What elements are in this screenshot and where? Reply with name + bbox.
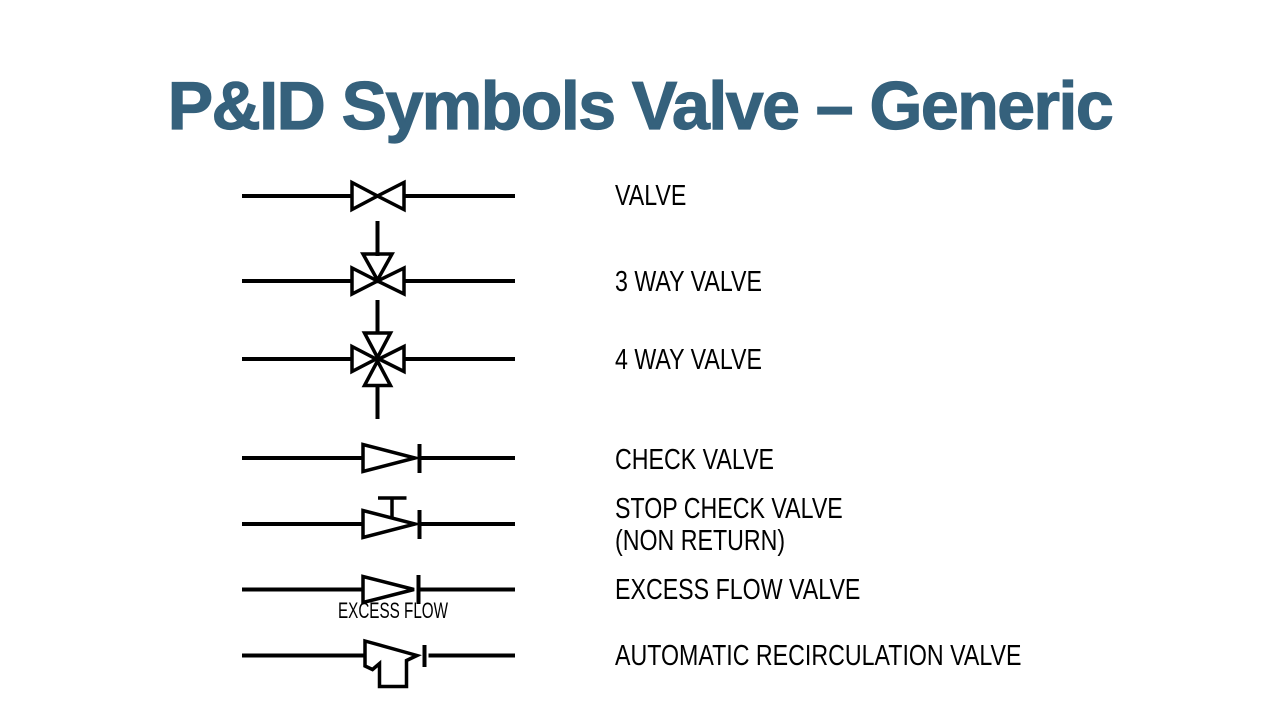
row-label-4-way-valve: 4 WAY VALVE: [615, 344, 762, 376]
excess-flow-valve-icon: EXCESS FLOW: [242, 574, 515, 623]
flow-triangle: [361, 574, 415, 605]
port-triangle-left: [350, 343, 380, 375]
flow-triangle: [361, 508, 422, 540]
page-title: P&ID Symbols Valve – Generic: [167, 67, 1114, 144]
check-valve-icon: [242, 442, 515, 474]
row-label-stop-check-valve: STOP CHECK VALVE (NON RETURN): [615, 493, 843, 557]
row-label-3-way-valve: 3 WAY VALVE: [615, 266, 762, 298]
port-triangle-right: [375, 343, 406, 375]
generic-valve-icon: [242, 179, 515, 213]
row-label-excess-flow-valve: EXCESS FLOW VALVE: [615, 574, 861, 606]
valve-disc-right: [373, 179, 406, 213]
four-way-valve-icon: [242, 300, 515, 419]
excess-flow-caption: EXCESS FLOW: [338, 598, 448, 623]
row-label-check-valve: CHECK VALVE: [615, 444, 775, 476]
row-label-valve: VALVE: [615, 180, 687, 212]
valve-disc-left: [350, 179, 382, 213]
three-way-valve-icon: [242, 221, 515, 297]
label-line-2: (NON RETURN): [615, 525, 786, 557]
port-triangle-top: [360, 252, 395, 284]
automatic-recirculation-valve-icon: [242, 638, 515, 689]
port-triangle-bottom: [361, 357, 394, 388]
recirculation-body: [363, 638, 422, 689]
stop-check-valve-icon: [242, 496, 515, 540]
valve-disc-right: [373, 265, 406, 297]
port-triangle-top: [361, 331, 394, 362]
flow-triangle: [361, 442, 422, 474]
valve-disc-left: [350, 265, 382, 297]
row-label-automatic-recirculation-valve: AUTOMATIC RECIRCULATION VALVE: [615, 640, 1022, 672]
label-line-1: STOP CHECK VALVE: [615, 493, 843, 525]
